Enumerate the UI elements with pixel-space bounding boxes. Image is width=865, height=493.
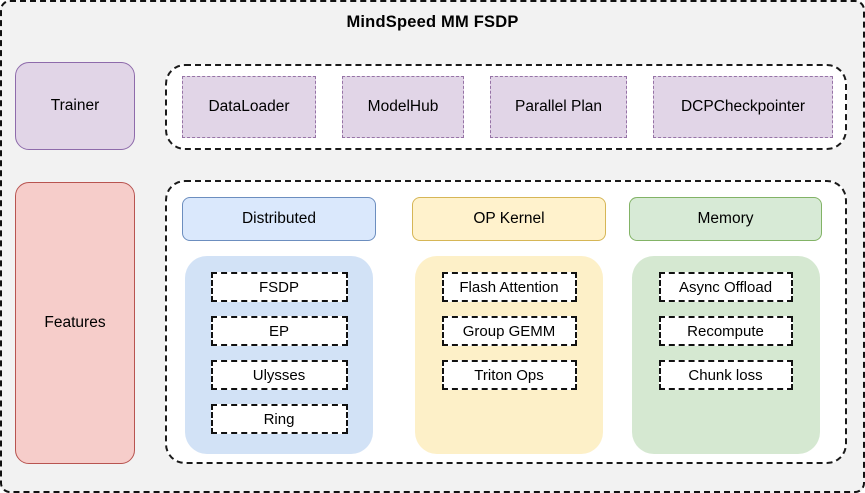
component-parallel-plan: Parallel Plan — [490, 76, 627, 138]
features-label: Features — [44, 314, 106, 331]
column-header-memory: Memory — [629, 197, 822, 241]
column-header-op-kernel: OP Kernel — [412, 197, 606, 241]
feature-item-async-offload: Async Offload — [658, 272, 793, 302]
feature-item-group-gemm: Group GEMM — [441, 316, 577, 346]
component-dcp-checkpointer-label: DCPCheckpointer — [680, 98, 806, 115]
trainer-label: Trainer — [50, 97, 100, 114]
diagram-title: MindSpeed MM FSDP — [346, 13, 519, 31]
column-memory: Memory Async Offload Recompute Chunk los… — [629, 197, 822, 454]
column-body-distributed: FSDP EP Ulysses Ring — [185, 256, 373, 454]
column-body-op-kernel: Flash Attention Group GEMM Triton Ops — [415, 256, 603, 454]
component-modelhub-label: ModelHub — [367, 98, 439, 115]
component-dataloader: DataLoader — [182, 76, 316, 138]
column-body-memory: Async Offload Recompute Chunk loss — [631, 256, 820, 454]
feature-item-ep: EP — [210, 316, 348, 346]
column-header-distributed: Distributed — [182, 197, 376, 241]
component-parallel-plan-label: Parallel Plan — [514, 98, 603, 115]
feature-item-flash-attention: Flash Attention — [441, 272, 577, 302]
features-node: Features — [15, 182, 135, 464]
feature-item-ring: Ring — [210, 404, 348, 434]
component-dcp-checkpointer: DCPCheckpointer — [653, 76, 833, 138]
feature-item-triton-ops: Triton Ops — [441, 360, 577, 390]
trainer-node: Trainer — [15, 62, 135, 150]
component-modelhub: ModelHub — [342, 76, 464, 138]
column-distributed: Distributed FSDP EP Ulysses Ring — [182, 197, 376, 454]
feature-item-ulysses: Ulysses — [210, 360, 348, 390]
column-op-kernel: OP Kernel Flash Attention Group GEMM Tri… — [412, 197, 606, 454]
components-group: DataLoader ModelHub Parallel Plan DCPChe… — [165, 64, 847, 150]
feature-item-recompute: Recompute — [658, 316, 793, 346]
features-group: Distributed FSDP EP Ulysses Ring OP Kern… — [165, 180, 847, 464]
feature-item-fsdp: FSDP — [210, 272, 348, 302]
feature-item-chunk-loss: Chunk loss — [658, 360, 793, 390]
component-dataloader-label: DataLoader — [208, 98, 290, 115]
